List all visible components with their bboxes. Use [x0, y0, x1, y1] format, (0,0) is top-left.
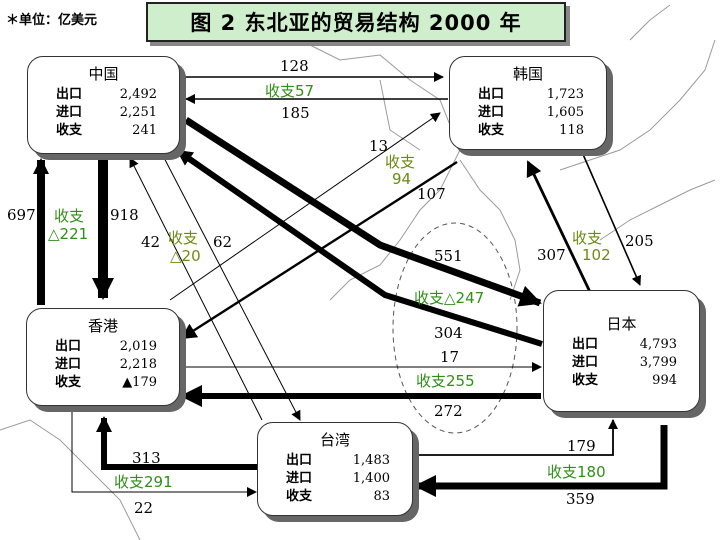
balance-label-cn-tw-2: △20 — [170, 247, 201, 265]
arrow-kr-jp — [581, 151, 641, 286]
row-label: 收支 — [55, 375, 82, 390]
flow-label-jp-tw: 359 — [566, 490, 595, 508]
node-name: 香港 — [87, 317, 118, 335]
flow-label-cn-tw: 62 — [213, 233, 233, 251]
row-value: 1,400 — [352, 471, 390, 486]
dashed-focus-ellipse — [392, 222, 518, 434]
flow-label-tw-jp: 179 — [567, 437, 596, 455]
row-value: 241 — [132, 123, 157, 138]
balance-label-cn-hk-1: 收支 — [54, 207, 85, 225]
row-value: 118 — [559, 123, 584, 138]
row-label: 出口 — [478, 87, 505, 102]
row-label: 收支 — [478, 123, 505, 138]
flow-label-jp-hk: 272 — [434, 402, 463, 420]
row-value: 1,723 — [546, 87, 584, 102]
arrow-hk-kr — [169, 112, 441, 301]
flow-label-hk-kr: 13 — [369, 137, 389, 155]
arrow-cn-jp — [184, 117, 542, 307]
row-value: 1,605 — [546, 105, 584, 120]
node-korea: 韩国 出口 1,723 进口 1,605 收支 118 — [449, 56, 607, 150]
row-label: 收支 — [286, 489, 313, 504]
flow-label-jp-kr: 205 — [625, 232, 654, 250]
row-label: 收支 — [56, 123, 83, 138]
balance-label-tw-jp: 收支180 — [547, 463, 606, 481]
balance-label-kr-jp-2: 102 — [582, 246, 611, 264]
flow-label-hk-tw: 22 — [134, 499, 154, 517]
row-value: 1,483 — [352, 453, 390, 468]
row-value: 83 — [373, 489, 390, 504]
row-label: 进口 — [286, 471, 313, 486]
node-name: 韩国 — [512, 65, 543, 83]
row-value: 4,793 — [639, 337, 677, 352]
row-value: 2,251 — [119, 105, 157, 120]
row-label: 收支 — [572, 373, 599, 388]
diagram-title: 图 2 东北亚的贸易结构 2000 年 — [146, 2, 566, 42]
balance-label-cn-tw-1: 收支 — [168, 229, 199, 247]
balance-label-tw-hk: 收支291 — [114, 473, 173, 491]
balance-label-cn-jp: 收支△247 — [414, 289, 485, 307]
node-japan: 日本 出口 4,793 进口 3,799 收支 994 — [543, 290, 700, 412]
row-label: 进口 — [572, 355, 599, 370]
arrow-tw-jp — [414, 419, 618, 456]
node-china: 中国 出口 2,492 进口 2,251 收支 241 — [27, 56, 180, 154]
flow-label-hk-jp: 17 — [440, 348, 460, 366]
arrow-cn-tw — [159, 149, 301, 421]
node-name: 台湾 — [319, 431, 350, 449]
row-value: 2,492 — [119, 87, 157, 102]
flow-label-tw-cn: 42 — [141, 233, 161, 251]
flow-label-kr-hk: 107 — [417, 185, 446, 203]
arrow-tw-cn — [129, 157, 263, 421]
node-taiwan: 台湾 出口 1,483 进口 1,400 收支 83 — [257, 422, 413, 516]
node-hongkong: 香港 出口 2,019 进口 2,218 收支 ▲179 — [26, 308, 180, 406]
row-label: 进口 — [55, 357, 82, 372]
unit-note: ＊单位：亿美元 — [6, 13, 98, 28]
flow-label-jp-cn: 304 — [434, 324, 463, 342]
row-value: 3,799 — [639, 355, 677, 370]
balance-label-kr-jp-1: 收支 — [572, 229, 603, 247]
flow-label-hk-cn: 697 — [7, 206, 36, 224]
node-name: 日本 — [606, 315, 637, 333]
row-value: ▲179 — [122, 375, 157, 390]
row-value: 2,218 — [119, 357, 157, 372]
row-value: 2,019 — [119, 339, 157, 354]
balance-label-hk-kr-2: 94 — [392, 170, 412, 188]
arrow-jp-tw — [414, 425, 668, 497]
row-value: 994 — [652, 373, 677, 388]
node-name: 中国 — [88, 65, 119, 83]
balance-label-hk-kr-1: 收支 — [385, 153, 416, 171]
arrow-jp-kr — [526, 160, 592, 293]
balance-label-cn-hk-2: △221 — [48, 225, 89, 243]
balance-label-cn-kr: 收支57 — [265, 82, 315, 100]
arrow-jp-cn — [176, 148, 543, 347]
row-label: 进口 — [56, 105, 83, 120]
row-label: 出口 — [286, 453, 313, 468]
balance-label-hk-jp: 收支255 — [416, 372, 475, 390]
flow-label-kr-jp: 307 — [537, 246, 566, 264]
flow-label-tw-hk: 313 — [132, 449, 161, 467]
row-label: 出口 — [56, 87, 83, 102]
arrow-tw-hk — [96, 416, 258, 470]
flow-label-cn-jp: 551 — [434, 247, 463, 265]
row-label: 进口 — [478, 105, 505, 120]
row-label: 出口 — [572, 337, 599, 352]
arrow-hk-tw — [71, 410, 257, 497]
flow-label-kr-cn: 185 — [281, 104, 310, 122]
row-label: 出口 — [55, 339, 82, 354]
map-coastline — [0, 4, 716, 540]
flow-label-cn-kr: 128 — [280, 57, 309, 75]
flow-label-cn-hk: 918 — [110, 206, 139, 224]
